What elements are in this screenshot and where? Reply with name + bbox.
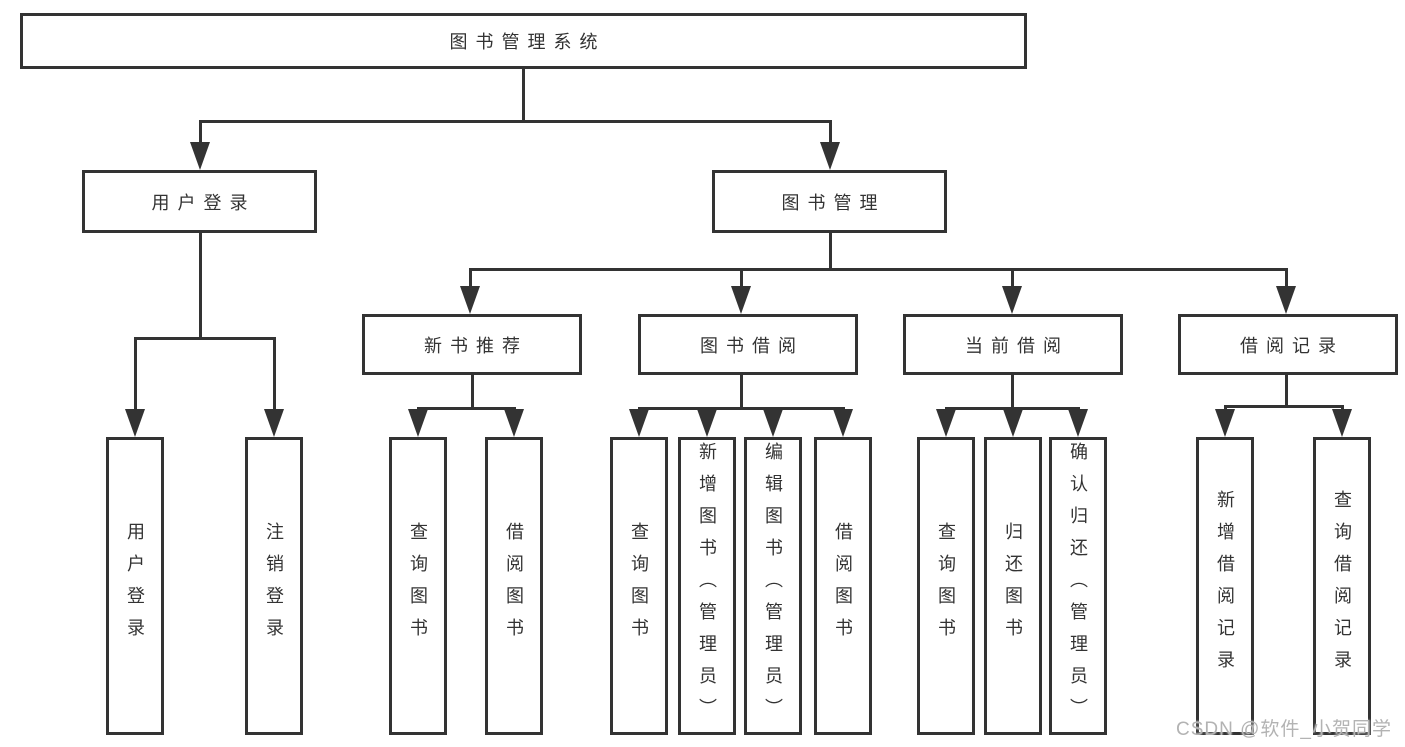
arrow-down-icon [1215, 409, 1235, 437]
node-root: 图书管理系统 [20, 13, 1027, 69]
connector-line [1010, 268, 1014, 296]
node-leaf-cb-return: 归还图书 [984, 437, 1042, 735]
arrow-down-icon [1276, 286, 1296, 314]
arrow-down-icon [1332, 409, 1352, 437]
node-leaf-bb-add: 新增图书（管理员） [678, 437, 736, 735]
node-book-borrow: 图书借阅 [638, 314, 858, 375]
node-label: 新增借阅记录 [1215, 490, 1235, 682]
connector-line [1284, 268, 1288, 296]
arrow-down-icon [264, 409, 284, 437]
node-label: 借阅记录 [1240, 335, 1344, 356]
node-label: 新增图书（管理员） [697, 442, 717, 730]
arrow-down-icon [1003, 409, 1023, 437]
node-label: 查询借阅记录 [1332, 490, 1352, 682]
connector-line [133, 337, 137, 420]
connector-line [198, 120, 202, 150]
arrow-down-icon [408, 409, 428, 437]
connector-line [133, 337, 276, 340]
arrow-down-icon [1002, 286, 1022, 314]
connector-line [739, 268, 743, 296]
node-label: 查询图书 [936, 522, 956, 650]
node-leaf-user-login: 用户登录 [106, 437, 164, 735]
connector-line [828, 120, 832, 150]
arrow-down-icon [763, 409, 783, 437]
node-current-borrow: 当前借阅 [903, 314, 1123, 375]
connector-line [521, 69, 525, 120]
node-label: 编辑图书（管理员） [763, 442, 783, 730]
connector-line [468, 268, 472, 296]
arrow-down-icon [504, 409, 524, 437]
connector-line [198, 233, 202, 340]
arrow-down-icon [190, 142, 210, 170]
arrow-down-icon [936, 409, 956, 437]
node-new-book-recommend: 新书推荐 [362, 314, 582, 375]
node-leaf-bb-edit: 编辑图书（管理员） [744, 437, 802, 735]
node-label: 借阅图书 [504, 522, 524, 650]
arrow-down-icon [820, 142, 840, 170]
connector-line [828, 233, 832, 271]
connector-line [637, 407, 845, 410]
connector-line [470, 375, 474, 410]
node-label: 查询图书 [629, 522, 649, 650]
node-label: 用户登录 [125, 522, 145, 650]
node-book-management: 图书管理 [712, 170, 947, 233]
node-leaf-cb-query: 查询图书 [917, 437, 975, 735]
arrow-down-icon [731, 286, 751, 314]
node-leaf-cb-confirm: 确认归还（管理员） [1049, 437, 1107, 735]
node-label: 归还图书 [1003, 522, 1023, 650]
node-label: 图书借阅 [700, 335, 804, 356]
connector-line [1010, 375, 1014, 410]
arrow-down-icon [629, 409, 649, 437]
arrow-down-icon [1068, 409, 1088, 437]
connector-line [272, 337, 276, 420]
node-leaf-br-add: 新增借阅记录 [1196, 437, 1254, 735]
node-leaf-br-query: 查询借阅记录 [1313, 437, 1371, 735]
arrow-down-icon [125, 409, 145, 437]
node-leaf-logout: 注销登录 [245, 437, 303, 735]
node-label: 用户登录 [151, 192, 256, 213]
connector-line [416, 407, 516, 410]
arrow-down-icon [833, 409, 853, 437]
arrow-down-icon [697, 409, 717, 437]
node-label: 借阅图书 [833, 522, 853, 650]
node-label: 新书推荐 [424, 335, 528, 356]
node-label: 图书管理 [781, 192, 886, 213]
connector-line [198, 120, 832, 123]
connector-line [739, 375, 743, 410]
node-root-label: 图书管理系统 [449, 32, 606, 52]
node-borrow-records: 借阅记录 [1178, 314, 1398, 375]
node-label: 确认归还（管理员） [1068, 442, 1088, 730]
arrow-down-icon [460, 286, 480, 314]
node-leaf-newbook-query: 查询图书 [389, 437, 447, 735]
connector-line [1223, 405, 1344, 408]
node-leaf-newbook-borrow: 借阅图书 [485, 437, 543, 735]
node-leaf-bb-query: 查询图书 [610, 437, 668, 735]
connector-line [1284, 375, 1288, 408]
node-label: 当前借阅 [965, 335, 1069, 356]
node-label: 查询图书 [408, 522, 428, 650]
connector-line [468, 268, 1288, 271]
watermark: CSDN @软件_小贺同学 [1176, 719, 1392, 740]
node-user-login: 用户登录 [82, 170, 317, 233]
node-leaf-bb-borrow: 借阅图书 [814, 437, 872, 735]
node-label: 注销登录 [264, 522, 284, 650]
